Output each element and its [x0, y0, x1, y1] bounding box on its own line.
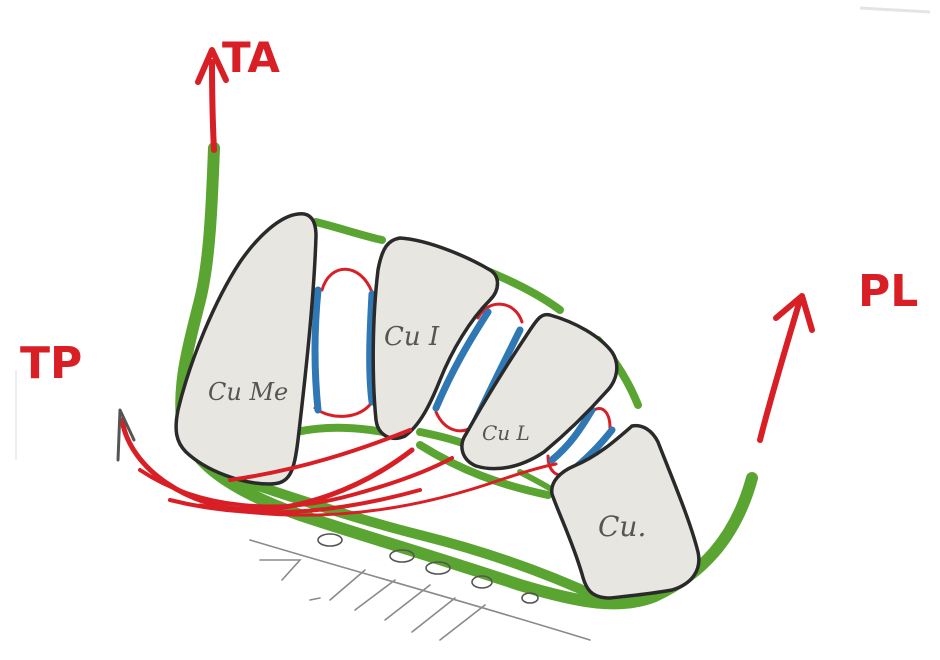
ta-tendon-line: [209, 59, 217, 153]
label-tp: TP: [20, 338, 82, 389]
joint-line-1: [311, 286, 322, 414]
pl-tendon-line: [757, 297, 803, 443]
tp-tendon-4: [198, 462, 558, 517]
sesamoid: [389, 549, 415, 563]
label-cuboid: Cu.: [598, 510, 646, 543]
joint-line-1b: [366, 290, 376, 406]
paper-mark: [859, 6, 931, 14]
pencil-stroke: [354, 579, 396, 611]
bone-medial-cuneiform: [174, 211, 318, 486]
sesamoid: [471, 575, 493, 589]
bone-cuboid: [550, 423, 701, 600]
pencil-stroke: [259, 559, 302, 581]
bone-intermediate-cuneiform: [371, 236, 500, 441]
tp-tendon-5: [228, 428, 412, 482]
tp-tendon-2: [138, 456, 454, 509]
sesamoid: [521, 592, 539, 604]
joint-line-3: [548, 406, 596, 464]
plantar-ligament-diag: [416, 441, 552, 499]
pencil-stroke: [411, 597, 456, 633]
tibialis-anterior-sling: [175, 142, 758, 610]
pencil-stroke: [439, 604, 486, 641]
label-ta: TA: [222, 33, 280, 82]
capsule-1-top: [320, 267, 374, 294]
ta-arrowhead: [195, 47, 229, 85]
pl-arrowhead: [773, 293, 815, 333]
dorsal-ligament-upper: [312, 218, 386, 244]
sesamoid: [317, 533, 343, 547]
pencil-stroke: [309, 597, 321, 601]
bone-lateral-cuneiform: [460, 312, 619, 471]
joint-line-2: [432, 308, 492, 412]
sesamoid: [425, 561, 451, 575]
label-lateral-cuneiform: Cu L: [482, 421, 530, 445]
plantar-ligament-long: [235, 475, 605, 603]
pencil-stroke: [329, 569, 366, 601]
bones: [174, 211, 701, 600]
label-pl: PL: [858, 266, 918, 317]
pencil-sketch: [249, 533, 591, 641]
label-intermediate-cuneiform: Cu I: [384, 322, 440, 352]
plantar-ligament-1: [292, 423, 388, 436]
pencil-stroke: [384, 584, 431, 621]
tp-arrow: [116, 408, 136, 462]
label-medial-cuneiform: Cu Me: [208, 378, 288, 406]
capsule-2-top: [476, 302, 524, 324]
tendons: [116, 47, 815, 517]
capsule-1-bottom: [313, 400, 374, 418]
pencil-baseline: [249, 539, 591, 641]
